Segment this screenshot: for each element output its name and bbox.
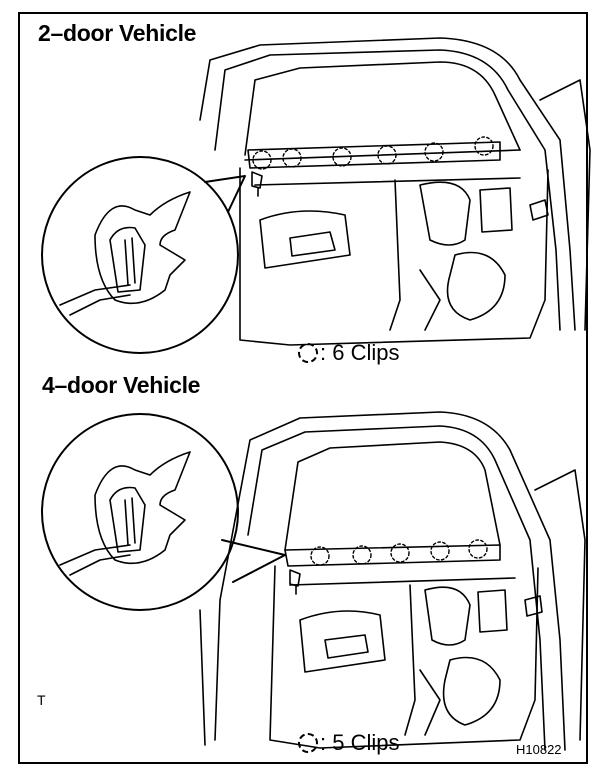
door-2door-drawing [41,37,591,354]
clip-legend-2door: : 6 Clips [298,340,399,366]
panel-title-4door: 4–door Vehicle [38,372,205,399]
figure-code: H10822 [516,742,562,757]
dashed-circle-icon [298,343,318,363]
clip-count-label: : 5 Clips [320,730,400,755]
dashed-circle-icon [298,733,318,753]
clip-legend-4door: : 5 Clips [298,730,399,756]
panel-title-2door: 2–door Vehicle [34,20,201,47]
figure-frame [18,12,588,764]
corner-mark: T [37,692,46,708]
door-4door-drawing [41,411,586,751]
clip-count-label: : 6 Clips [320,340,400,365]
